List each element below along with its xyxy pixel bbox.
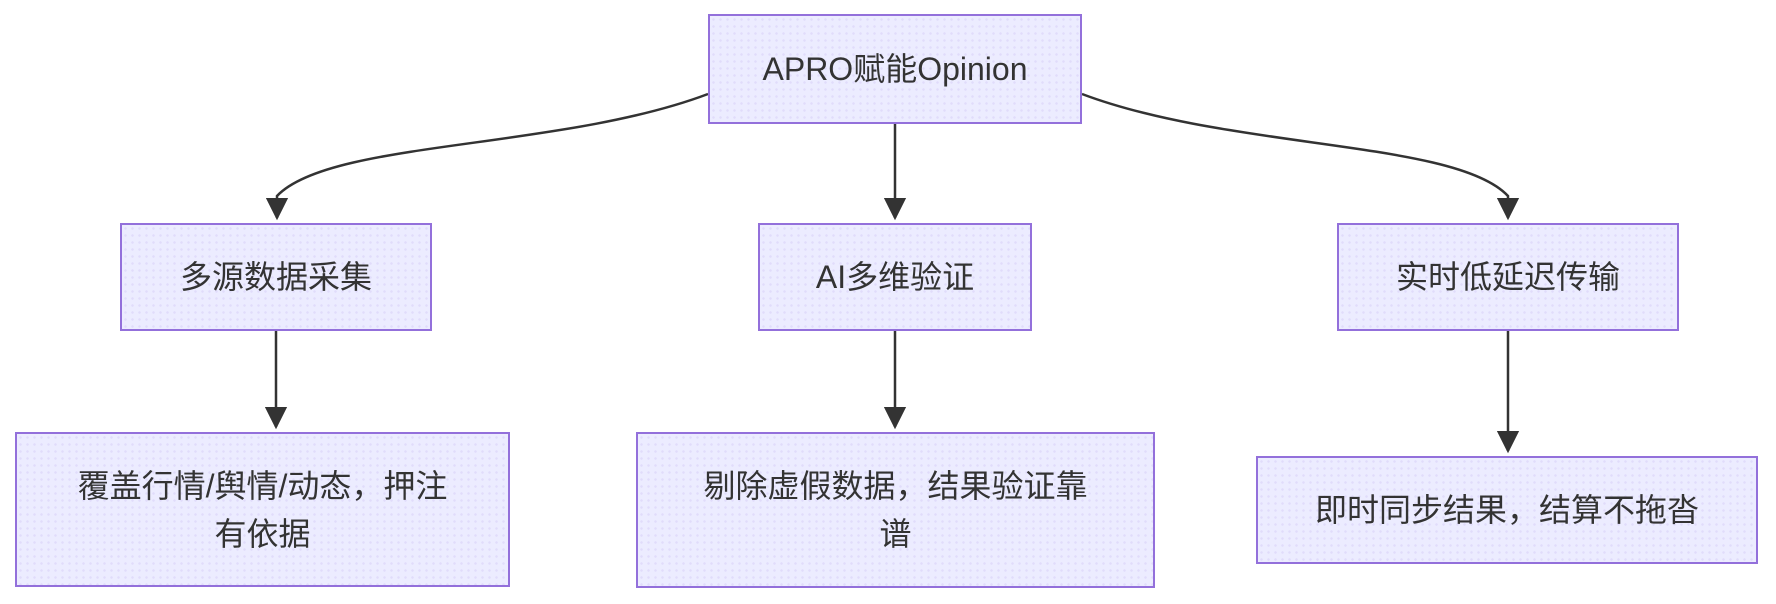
node-coverage-description-line1: 覆盖行情/舆情/动态，押注 <box>77 467 448 504</box>
node-coverage-description-line2: 有依据 <box>214 515 311 552</box>
node-apro-opinion: APRO赋能Opinion <box>708 14 1082 124</box>
node-multi-source-data-collection-label: 多源数据采集 <box>179 259 372 295</box>
node-realtime-low-latency-transfer: 实时低延迟传输 <box>1337 223 1679 331</box>
edge-root-to-m1 <box>265 92 709 221</box>
node-multi-source-data-collection: 多源数据采集 <box>120 223 432 331</box>
edge-root-to-m3 <box>1081 92 1520 221</box>
node-ai-multidim-verification-label: AI多维验证 <box>815 259 975 295</box>
node-ai-multidim-verification: AI多维验证 <box>758 223 1032 331</box>
node-fake-data-removal-description: 剔除虚假数据，结果验证靠 谱 <box>636 432 1155 588</box>
node-fake-data-removal-description-line2: 谱 <box>879 516 912 552</box>
node-apro-opinion-label: APRO赋能Opinion <box>762 51 1028 87</box>
node-instant-settlement-description-label: 即时同步结果，结算不拖沓 <box>1314 492 1699 528</box>
node-realtime-low-latency-transfer-label: 实时低延迟传输 <box>1395 259 1620 295</box>
node-fake-data-removal-description-line1: 剔除虚假数据，结果验证靠 <box>703 468 1088 504</box>
node-coverage-description: 覆盖行情/舆情/动态，押注 有依据 <box>15 432 510 587</box>
node-instant-settlement-description: 即时同步结果，结算不拖沓 <box>1256 456 1758 564</box>
